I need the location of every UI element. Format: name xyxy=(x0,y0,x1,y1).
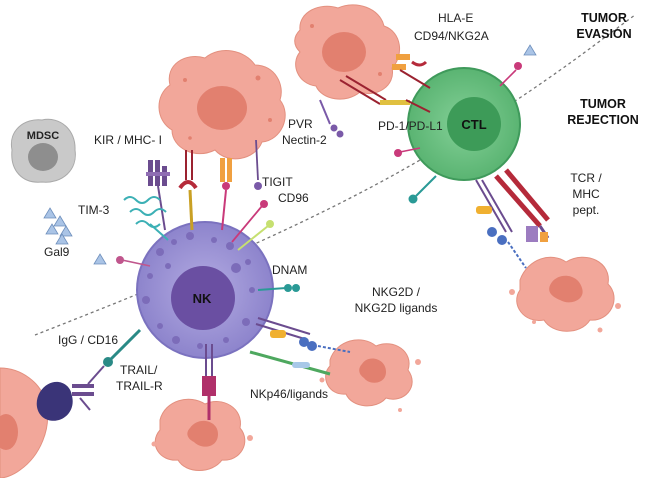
svg-text:NKG2D /: NKG2D / xyxy=(372,285,421,299)
nk-label: NK xyxy=(193,291,212,306)
svg-text:pept.: pept. xyxy=(573,203,600,217)
dnam-label: DNAM xyxy=(272,263,307,277)
tumor-cell-middle-right xyxy=(319,339,421,412)
svg-text:MHC: MHC xyxy=(572,187,600,201)
nkp46-label: NKp46/ligands xyxy=(250,387,328,401)
ctl-purple-receptors xyxy=(475,179,527,269)
nkp46-receptor xyxy=(249,350,331,376)
kir-mhc-receptor xyxy=(146,160,170,231)
tumor-cell-top-right xyxy=(294,4,400,100)
nk-cell: NK xyxy=(136,221,274,359)
ctl-cell: CTL xyxy=(407,67,521,181)
dnam-receptor xyxy=(257,284,300,292)
hla-e-cd94-receptor xyxy=(392,54,522,89)
svg-text:TUMOR: TUMOR xyxy=(580,97,626,111)
trail-receptor xyxy=(202,344,216,420)
tim3-receptor xyxy=(123,196,169,241)
ctl-teal-receptor xyxy=(408,175,437,204)
pd1-pdl1-label: PD-1/PD-L1 xyxy=(378,119,443,133)
mdsc-cell: MDSC xyxy=(10,118,76,183)
tumor-cell-bottom-center xyxy=(151,398,253,471)
pvr-label: PVR xyxy=(288,117,313,131)
evasion-rejection-boundary xyxy=(34,14,636,336)
igg-cd16-label: IgG / CD16 xyxy=(58,333,118,347)
kir-mhc-label: KIR / MHC- I xyxy=(94,133,162,147)
cd96-label: CD96 xyxy=(278,191,309,205)
tim3-gal9-link xyxy=(116,256,151,267)
svg-text:TCR /: TCR / xyxy=(570,171,602,185)
tigit-cd96-receptors xyxy=(231,200,274,251)
svg-text:NKG2D ligands: NKG2D ligands xyxy=(355,301,438,315)
mdsc-label: MDSC xyxy=(27,130,59,142)
svg-text:TRAIL/: TRAIL/ xyxy=(120,363,158,377)
igg-cd16-receptor xyxy=(72,328,142,411)
svg-text:REJECTION: REJECTION xyxy=(567,113,639,127)
tumor-cell-bottom-right xyxy=(509,256,621,333)
cd94-nkg2a-label: CD94/NKG2A xyxy=(414,29,489,43)
ctl-label: CTL xyxy=(461,117,486,132)
gal9-molecules xyxy=(43,44,537,265)
tumor-rejection-label: TUMOR REJECTION xyxy=(567,97,639,127)
svg-text:TUMOR: TUMOR xyxy=(581,11,627,25)
svg-text:TRAIL-R: TRAIL-R xyxy=(116,379,163,393)
hla-e-label: HLA-E xyxy=(438,11,473,25)
nectin-2-label: Nectin-2 xyxy=(282,133,327,147)
tigit-label: TIGIT xyxy=(262,175,293,189)
tumor-evasion-label: TUMOR EVASION xyxy=(576,11,631,41)
pvr-nectin-ligand xyxy=(319,99,344,138)
tumor-cell-bottom-left xyxy=(0,367,73,479)
nkg2d-label: NKG2D / NKG2D ligands xyxy=(355,285,438,315)
tumor-cell-top xyxy=(158,50,286,160)
gal9-label: Gal9 xyxy=(44,245,70,259)
pd1-pdl1-receptor xyxy=(339,75,431,157)
nk-top-receptors xyxy=(178,139,262,231)
tcr-mhc-label: TCR / MHC pept. xyxy=(570,171,602,217)
tim3-label: TIM-3 xyxy=(78,203,110,217)
tcr-mhc-receptor xyxy=(494,168,550,242)
svg-text:EVASION: EVASION xyxy=(576,27,631,41)
nkg2d-receptor xyxy=(255,317,351,353)
trail-label: TRAIL/ TRAIL-R xyxy=(116,363,163,393)
